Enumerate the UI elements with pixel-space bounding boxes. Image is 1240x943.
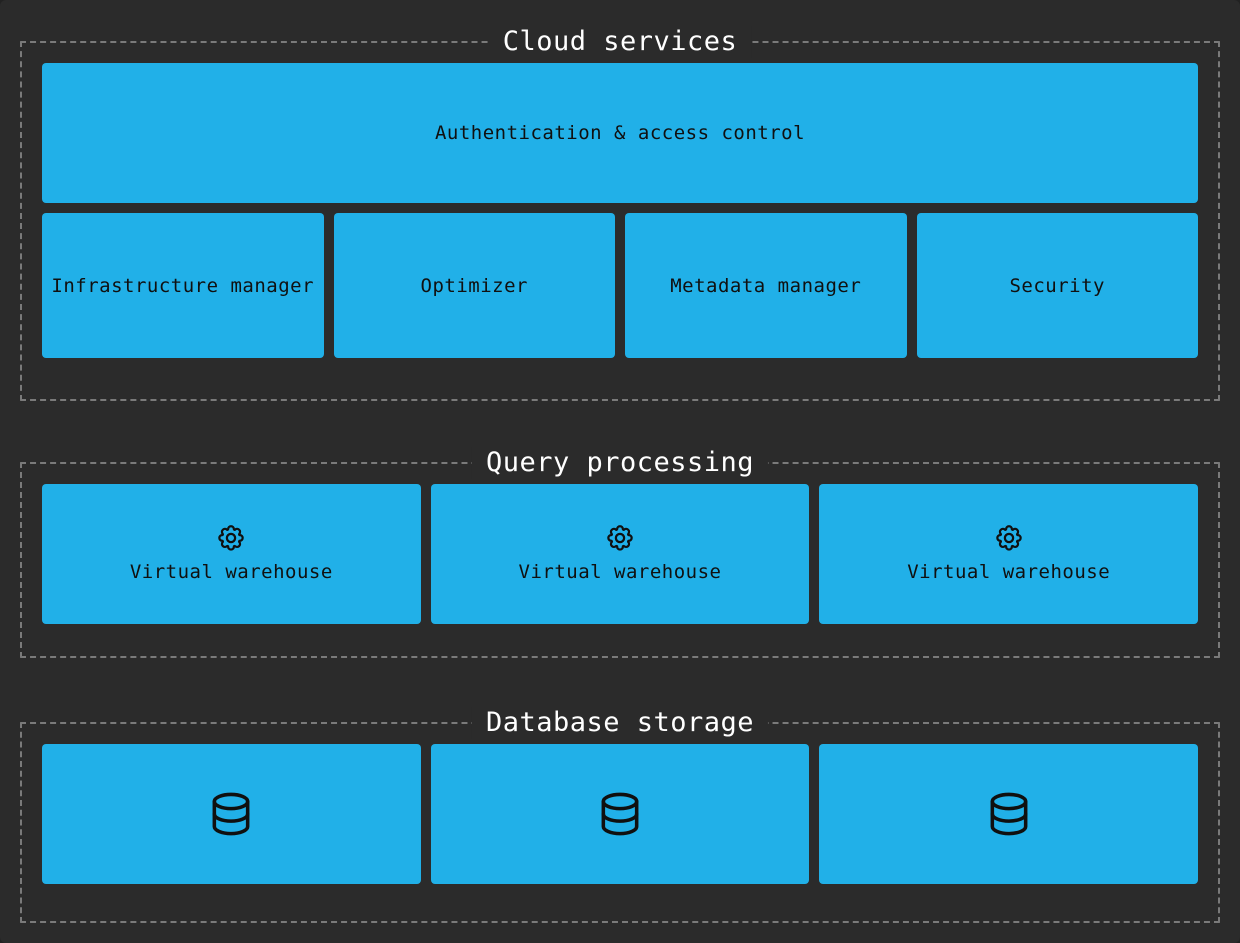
security-label: Security bbox=[1009, 274, 1105, 297]
virtual-warehouse-row: Virtual warehouse Virtual warehouse bbox=[42, 484, 1199, 624]
database-store-row bbox=[42, 744, 1199, 884]
virtual-warehouse-box[interactable]: Virtual warehouse bbox=[819, 484, 1199, 624]
section-title-query-processing: Query processing bbox=[471, 447, 769, 479]
infrastructure-manager-box[interactable]: Infrastructure manager bbox=[42, 213, 324, 358]
database-icon bbox=[206, 789, 256, 839]
query-processing-body: Virtual warehouse Virtual warehouse bbox=[22, 464, 1218, 644]
section-database-storage: Database storage bbox=[20, 707, 1220, 923]
database-icon bbox=[595, 789, 645, 839]
security-box[interactable]: Security bbox=[916, 213, 1198, 358]
optimizer-box[interactable]: Optimizer bbox=[333, 213, 615, 358]
virtual-warehouse-label: Virtual warehouse bbox=[129, 561, 333, 583]
cloud-services-body: Authentication & access control Infrastr… bbox=[22, 43, 1218, 378]
auth-access-control-box[interactable]: Authentication & access control bbox=[42, 63, 1198, 203]
database-storage-body bbox=[22, 724, 1218, 904]
database-store-box[interactable] bbox=[42, 744, 421, 884]
section-query-processing: Query processing Virtual warehouse bbox=[20, 447, 1220, 658]
metadata-manager-box[interactable]: Metadata manager bbox=[625, 213, 907, 358]
virtual-warehouse-box[interactable]: Virtual warehouse bbox=[42, 484, 421, 624]
infrastructure-manager-label: Infrastructure manager bbox=[51, 274, 315, 297]
gear-icon bbox=[216, 523, 246, 553]
section-title-database-storage: Database storage bbox=[471, 707, 769, 739]
optimizer-label: Optimizer bbox=[420, 274, 528, 297]
database-store-box[interactable] bbox=[430, 744, 810, 884]
virtual-warehouse-label: Virtual warehouse bbox=[518, 561, 722, 583]
cloud-services-row: Infrastructure manager Optimizer Metadat… bbox=[42, 213, 1198, 358]
auth-access-control-label: Authentication & access control bbox=[434, 122, 806, 144]
gear-icon bbox=[994, 523, 1024, 553]
section-title-cloud-services: Cloud services bbox=[488, 26, 752, 58]
section-cloud-services: Cloud services Authentication & access c… bbox=[20, 26, 1220, 401]
virtual-warehouse-label: Virtual warehouse bbox=[907, 561, 1111, 583]
virtual-warehouse-box[interactable]: Virtual warehouse bbox=[430, 484, 810, 624]
database-icon bbox=[984, 789, 1034, 839]
gear-icon bbox=[605, 523, 635, 553]
database-store-box[interactable] bbox=[819, 744, 1199, 884]
cloud-services-banner-row: Authentication & access control bbox=[42, 63, 1198, 203]
metadata-manager-label: Metadata manager bbox=[670, 274, 862, 297]
